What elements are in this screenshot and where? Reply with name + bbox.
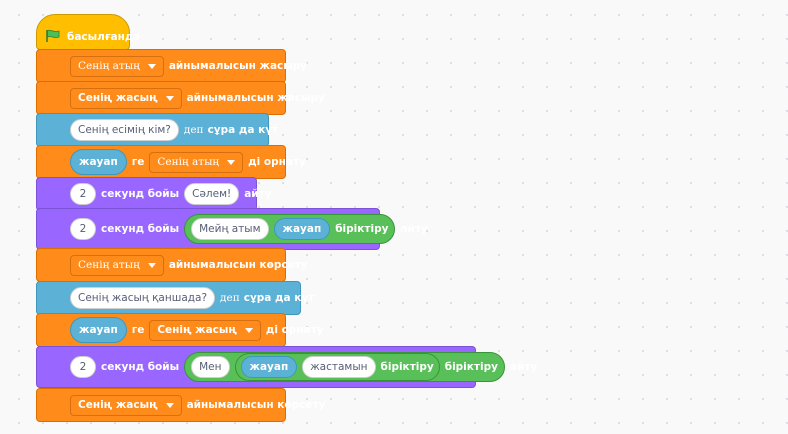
show-variable-name-block[interactable]: Сенің атың айнымалысын көрсету — [36, 248, 308, 282]
join-text-input[interactable]: Мейң атым — [191, 218, 269, 240]
message-input[interactable]: Сәлем! — [184, 183, 240, 205]
ask-question-input[interactable]: Сенің есімің кім? — [70, 119, 179, 141]
caret-down-icon — [147, 262, 156, 268]
block-text: айту — [509, 361, 538, 373]
block-text: секунд бойы — [101, 223, 180, 235]
say-for-seconds-block-2[interactable]: 2 секунд бойы Мейң атым жауап біріктіру … — [36, 208, 428, 250]
show-variable-age-block[interactable]: Сенің жасың айнымалысын көрсету — [36, 388, 325, 422]
caret-down-icon — [244, 327, 253, 333]
hat-label: басылғанда — [67, 31, 141, 43]
join-text-input[interactable]: Мен — [191, 356, 230, 378]
answer-reporter[interactable]: жауап — [70, 149, 127, 175]
join-operator-inner[interactable]: жауап жастамын біріктіру — [234, 353, 440, 381]
answer-reporter[interactable]: жауап — [240, 356, 298, 378]
variable-dropdown-age[interactable]: Сенің жасың — [149, 319, 261, 341]
join-operator-outer[interactable]: Мен жауап жастамын біріктіру біріктіру — [184, 352, 505, 382]
ask-question-input[interactable]: Сенің жасың қаншада? — [70, 287, 216, 309]
block-text: сұра да күт — [207, 124, 279, 136]
block-text: деп — [220, 292, 240, 304]
block-text: ге — [131, 324, 145, 336]
variable-dropdown-name[interactable]: Сенің атың — [70, 254, 164, 276]
set-name-to-answer-block[interactable]: жауап ге Сенің атың ді орнату — [36, 145, 306, 179]
say-for-seconds-block-3[interactable]: 2 секунд бойы Мен жауап жастамын бірікті… — [36, 346, 537, 388]
block-text: біріктіру — [380, 361, 434, 373]
dropdown-text: Сенің атың — [78, 259, 140, 271]
block-text: сұра да күт — [243, 292, 315, 304]
caret-down-icon — [165, 402, 174, 408]
answer-reporter[interactable]: жауап — [70, 317, 127, 343]
block-text: айту — [400, 223, 428, 235]
block-text: айту — [244, 188, 272, 200]
join-operator[interactable]: Мейң атым жауап біріктіру — [184, 214, 396, 244]
green-flag-icon — [45, 29, 61, 46]
caret-down-icon — [165, 95, 174, 101]
block-text: секунд бойы — [101, 361, 180, 373]
dropdown-text: Сенің жасың — [78, 92, 158, 104]
caret-down-icon — [227, 159, 236, 165]
block-text: ді орнату — [265, 324, 324, 336]
block-text: деп — [183, 124, 204, 136]
dropdown-text: Сенің атың — [157, 156, 220, 168]
block-text: айнымалысын жасыру — [168, 60, 308, 72]
seconds-input[interactable]: 2 — [70, 356, 96, 378]
ask-and-wait-name-block[interactable]: Сенің есімің кім? деп сұра да күт — [36, 113, 278, 147]
variable-dropdown-age[interactable]: Сенің жасың — [70, 394, 182, 416]
variable-dropdown-name[interactable]: Сенің атың — [70, 55, 164, 77]
block-text: секунд бойы — [101, 188, 180, 200]
hide-variable-age-block[interactable]: Сенің жасың айнымалысын жасыру — [36, 81, 325, 115]
caret-down-icon — [147, 63, 156, 69]
block-text: біріктіру — [335, 223, 389, 235]
block-text: айнымалысын көрсету — [168, 259, 308, 271]
answer-reporter[interactable]: жауап — [273, 218, 331, 240]
seconds-input[interactable]: 2 — [70, 218, 96, 240]
join-text-input[interactable]: жастамын — [302, 356, 376, 378]
variable-dropdown-age[interactable]: Сенің жасың — [70, 87, 182, 109]
set-age-to-answer-block[interactable]: жауап ге Сенің жасың ді орнату — [36, 313, 324, 347]
say-for-seconds-block-1[interactable]: 2 секунд бойы Сәлем! айту — [36, 177, 272, 211]
dropdown-text: Сенің жасың — [157, 324, 237, 336]
ask-and-wait-age-block[interactable]: Сенің жасың қаншада? деп сұра да күт — [36, 281, 314, 315]
when-flag-clicked-block[interactable]: басылғанда — [36, 14, 140, 50]
variable-dropdown-name[interactable]: Сенің атың — [149, 151, 244, 173]
block-text: айнымалысын көрсету — [186, 399, 326, 411]
hide-variable-name-block[interactable]: Сенің атың айнымалысын жасыру — [36, 49, 307, 83]
block-text: біріктіру — [444, 361, 498, 373]
block-text: ді орнату — [248, 156, 306, 168]
seconds-input[interactable]: 2 — [70, 183, 96, 205]
dropdown-text: Сенің жасың — [78, 399, 158, 411]
block-text: ге — [131, 156, 145, 168]
block-text: айнымалысын жасыру — [186, 92, 325, 104]
dropdown-text: Сенің атың — [78, 60, 140, 72]
